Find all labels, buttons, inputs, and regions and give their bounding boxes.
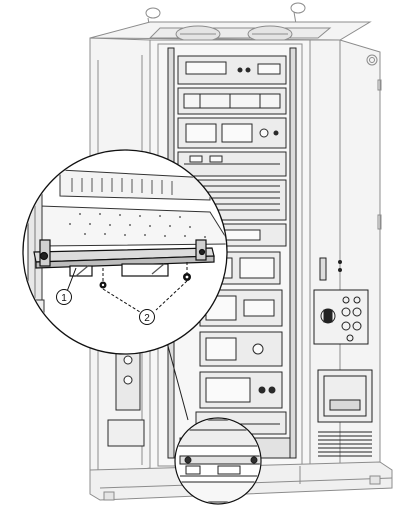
callout-1-label: 1 [61,293,67,304]
hoist-ring-right [290,2,306,14]
assembly-guide-lines [102,262,188,313]
detail-circle-large: 1 2 [22,149,228,355]
mounting-rail [33,239,215,277]
hoist-ring-left [145,7,161,19]
main-switch-icon [320,308,336,324]
rack-rail-right [289,47,297,459]
door-indicator-strip [319,257,327,281]
door-vent-grille [318,431,372,457]
door-viewing-window [317,369,373,423]
screw-left-icon [99,281,107,289]
callout-1: 1 [56,289,72,305]
control-panel [313,289,369,345]
cabinet-foot-right [369,475,381,485]
door-logo-icon [366,54,378,66]
screw-right-icon [183,273,191,281]
cabinet-foot-left [103,491,115,501]
callout-2-label: 2 [144,313,150,324]
detail-circle-small [174,417,262,505]
door-controls [313,257,373,457]
callout-2: 2 [139,309,155,325]
small-detail-rail [179,455,260,465]
